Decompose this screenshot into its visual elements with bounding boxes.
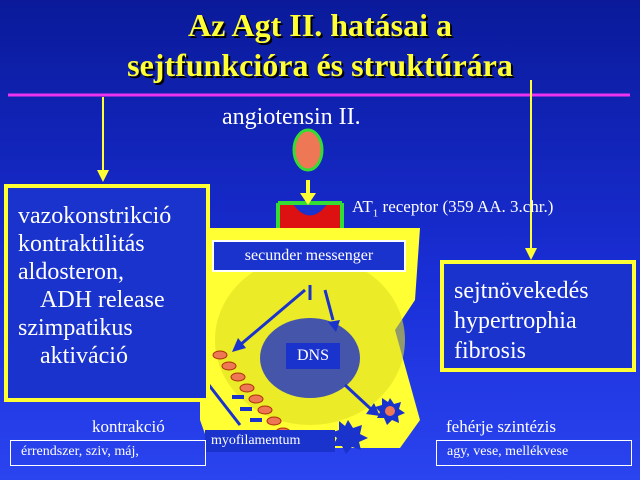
effect-line: szimpatikus — [18, 315, 133, 341]
organs-box-left: érrendszer, sziv, máj, — [10, 440, 206, 466]
arrow-to-protein — [343, 383, 374, 412]
effect-line: kontraktilitás — [18, 231, 145, 257]
effect-line: aktiváció — [40, 343, 128, 369]
myofilament-link — [203, 379, 242, 426]
effects-box-left: vazokonstrikció kontraktilitás aldostero… — [4, 184, 210, 402]
ligand-icon — [292, 128, 324, 172]
effect-line: hypertrophia — [454, 308, 577, 334]
dna-label: DNS — [286, 343, 340, 369]
effect-line: sejtnövekedés — [454, 278, 589, 304]
protein-star-icon — [375, 398, 405, 425]
effects-box-right: sejtnövekedés hypertrophia fibrosis — [440, 260, 636, 372]
title-line-1: Az Agt II. hatásai a — [187, 7, 452, 43]
protein-synthesis-label: fehérje szintézis — [446, 417, 556, 436]
receptor-pocket — [292, 203, 328, 216]
left-connector-arrow — [97, 170, 109, 182]
effect-line: aldosteron, — [18, 259, 124, 285]
myofilament-label: myofilamentum — [205, 430, 335, 452]
protein-star-icon — [330, 420, 368, 454]
arrow-to-myofilament — [239, 288, 306, 347]
organs-box-right: agy, vese, mellékvese — [436, 440, 632, 466]
ligand-label: angiotensin II. — [222, 104, 361, 130]
arrow-to-nucleus — [323, 289, 335, 321]
receptor-label: AT1 receptor (359 AA. 3.chr.) — [352, 197, 554, 220]
effect-line: ADH release — [40, 287, 165, 313]
effect-line: vazokonstrikció — [18, 203, 172, 229]
messenger-box: secunder messenger — [212, 240, 406, 272]
ligand-arrow — [300, 193, 316, 205]
contraction-label: kontrakció — [92, 417, 165, 436]
title-line-2: sejtfunkcióra és struktúrára — [127, 47, 513, 83]
right-connector-arrow — [525, 248, 537, 260]
effect-line: fibrosis — [454, 338, 526, 364]
